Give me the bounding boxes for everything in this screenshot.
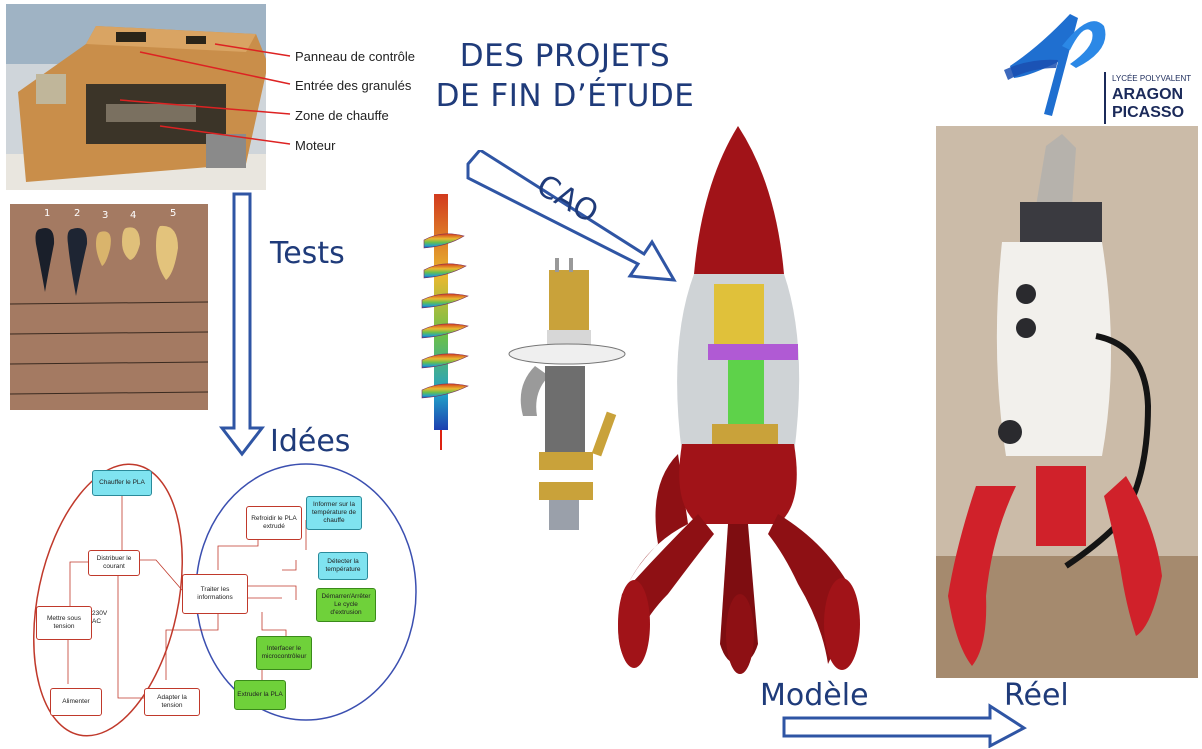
label-entree: Entrée des granulés xyxy=(295,78,412,93)
screw-cad-image xyxy=(408,190,508,452)
label-230v: 230V AC xyxy=(92,610,108,625)
page-title: DES PROJETS DE FIN D’ÉTUDE xyxy=(420,36,710,116)
down-arrow-icon xyxy=(218,192,266,457)
label-modele: Modèle xyxy=(760,678,869,713)
test-num-3: 3 xyxy=(102,210,109,221)
cad-rocket-image xyxy=(608,124,870,680)
box-detecter: Détecter la température xyxy=(318,552,368,580)
box-extruder: Extruder la PLA xyxy=(234,680,286,710)
cao-arrow-icon xyxy=(466,150,677,282)
test-num-4: 4 xyxy=(130,210,137,221)
logo-small-text: LYCÉE POLYVALENT xyxy=(1112,74,1192,83)
box-distribuer: Distribuer le courant xyxy=(88,550,140,576)
box-demarrer: Démarrer/Arrêter Le cycle d'extrusion xyxy=(316,588,376,622)
title-line-2: DE FIN D’ÉTUDE xyxy=(435,78,695,114)
label-tests: Tests xyxy=(270,236,345,271)
test-num-5: 5 xyxy=(170,208,177,219)
label-reel: Réel xyxy=(1004,678,1069,713)
label-moteur: Moteur xyxy=(295,138,336,153)
right-arrow-icon xyxy=(782,703,1027,748)
functional-diagram: Chauffer le PLA Distribuer le courant Me… xyxy=(6,460,426,745)
box-adapter: Adapter la tension xyxy=(144,688,200,716)
tests-board-photo: 1 2 3 4 5 xyxy=(10,204,208,410)
box-mettre: Mettre sous tension xyxy=(36,606,92,640)
school-logo: LYCÉE POLYVALENT ARAGON PICASSO xyxy=(1000,6,1200,126)
label-zone: Zone de chauffe xyxy=(295,108,389,123)
box-refroidir: Refroidir le PLA extrudé xyxy=(246,506,302,540)
box-interfacer: Interfacer le microcontrôleur xyxy=(256,636,312,670)
ap-logo-icon xyxy=(1004,14,1106,116)
box-alimenter: Alimenter xyxy=(50,688,102,716)
test-num-1: 1 xyxy=(44,208,51,219)
label-idees: Idées xyxy=(270,424,351,459)
logo-line-1: ARAGON xyxy=(1112,86,1184,103)
label-panneau: Panneau de contrôle xyxy=(295,49,415,64)
box-traiter: Traiter les informations xyxy=(182,574,248,614)
test-num-2: 2 xyxy=(74,208,81,219)
callout-lines xyxy=(119,43,291,145)
extruder-cad-image xyxy=(505,256,630,538)
logo-line-2: PICASSO xyxy=(1112,104,1185,121)
box-chauffer: Chauffer le PLA xyxy=(92,470,152,496)
real-rocket-photo xyxy=(936,126,1198,678)
box-informer: Informer sur la température de chauffe xyxy=(306,496,362,530)
title-line-1: DES PROJETS xyxy=(459,38,671,74)
